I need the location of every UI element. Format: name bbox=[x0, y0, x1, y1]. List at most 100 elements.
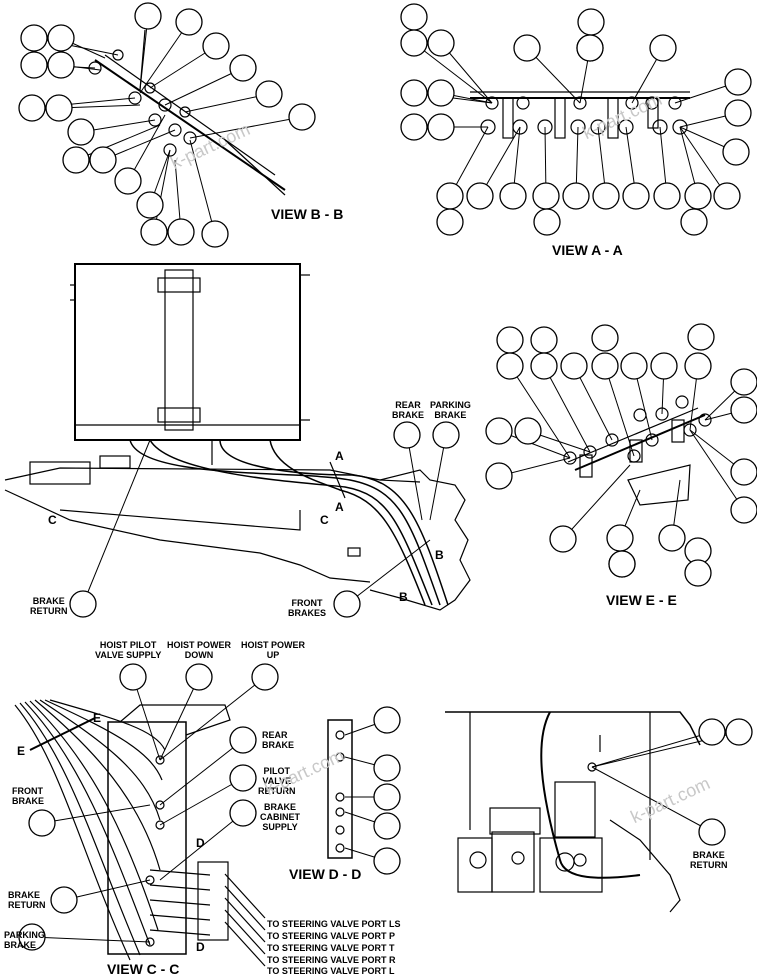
view-bb-drawing bbox=[88, 29, 286, 196]
callout-bubble bbox=[69, 590, 97, 618]
callout-bubble bbox=[653, 182, 681, 210]
callout-bubble bbox=[20, 24, 48, 52]
label-front-brakes: FRONT BRAKES bbox=[288, 598, 327, 618]
leader-line bbox=[159, 739, 244, 806]
callout-bubble bbox=[532, 182, 560, 210]
leader-line bbox=[562, 464, 631, 540]
callout-bubble bbox=[591, 324, 619, 352]
label-hoist-pilot: HOIST PILOT VALVE SUPPLY bbox=[95, 640, 162, 660]
callout-bubble bbox=[724, 68, 752, 96]
view-ee-drawing bbox=[563, 395, 712, 506]
leader-line bbox=[31, 936, 151, 943]
callout-bubble bbox=[229, 799, 257, 827]
label-rear-brake-c: REAR BRAKE bbox=[262, 730, 295, 750]
view-dd-drawing bbox=[327, 719, 353, 859]
view-cc-drawing bbox=[14, 699, 266, 967]
callout-bubble bbox=[730, 496, 757, 524]
callout-bubble bbox=[201, 220, 229, 248]
callout-bubble bbox=[713, 182, 741, 210]
callout-bubble bbox=[608, 550, 636, 578]
leader-line bbox=[573, 365, 613, 441]
callout-bubble bbox=[576, 34, 604, 62]
leader-line bbox=[132, 676, 161, 761]
callout-bubble bbox=[136, 191, 164, 219]
section-mark-a-top: A bbox=[335, 449, 344, 463]
label-port-t: TO STEERING VALVE PORT T bbox=[267, 943, 395, 953]
label-rear-brake: REAR BRAKE bbox=[392, 400, 425, 420]
callout-bubble bbox=[134, 2, 162, 30]
callout-bubble bbox=[591, 352, 619, 380]
callout-bubble bbox=[47, 24, 75, 52]
leader-line bbox=[41, 804, 151, 824]
callout-bubble bbox=[560, 352, 588, 380]
callout-bubble bbox=[549, 525, 577, 553]
leader-line bbox=[184, 93, 270, 113]
callout-bubble bbox=[333, 590, 361, 618]
callout-bubble bbox=[496, 326, 524, 354]
callout-bubble bbox=[229, 54, 257, 82]
callout-bubble bbox=[28, 809, 56, 837]
callout-bubble bbox=[562, 182, 590, 210]
label-brake-return-c: BRAKE RETURN bbox=[8, 890, 46, 910]
view-dd-title: VIEW D - D bbox=[289, 866, 362, 882]
callout-bubble bbox=[514, 417, 542, 445]
callout-bubble bbox=[373, 754, 401, 782]
section-mark-a-bottom: A bbox=[335, 500, 344, 514]
leader-line bbox=[159, 812, 244, 881]
callout-bubble bbox=[167, 218, 195, 246]
callout-bubble bbox=[530, 352, 558, 380]
leader-line bbox=[679, 126, 728, 197]
callout-bubble bbox=[373, 812, 401, 840]
callout-bubble bbox=[185, 663, 213, 691]
label-port-l: TO STEERING VALVE PORT L bbox=[267, 966, 395, 976]
callout-bubble bbox=[400, 113, 428, 141]
leader-line bbox=[591, 731, 713, 768]
callout-bubble bbox=[466, 182, 494, 210]
callout-bubble bbox=[202, 32, 230, 60]
callout-bubble bbox=[18, 94, 46, 122]
section-mark-b-right: B bbox=[435, 548, 444, 562]
leader-line bbox=[189, 139, 216, 235]
label-parking-brake: PARKING BRAKE bbox=[430, 400, 471, 420]
leader-line bbox=[159, 676, 266, 761]
callout-bubble bbox=[175, 8, 203, 36]
callout-bubble bbox=[427, 113, 455, 141]
leader-line bbox=[75, 124, 161, 161]
callout-bubble bbox=[513, 34, 541, 62]
leader-line bbox=[604, 365, 635, 457]
callout-bubble bbox=[577, 8, 605, 36]
label-parking-brake-c: PARKING BRAKE bbox=[4, 930, 45, 950]
view-bb-title: VIEW B - B bbox=[271, 206, 344, 222]
leader-line bbox=[509, 365, 571, 459]
label-hoist-down: HOIST POWER DOWN bbox=[167, 640, 232, 660]
section-mark-d-top: D bbox=[196, 836, 205, 850]
main-view-drawing bbox=[4, 263, 471, 611]
callout-bubble bbox=[606, 524, 634, 552]
callout-bubble bbox=[622, 182, 650, 210]
callout-bubble bbox=[730, 368, 757, 396]
label-port-ls: TO STEERING VALVE PORT LS bbox=[267, 919, 401, 929]
section-mark-d-bottom: D bbox=[196, 940, 205, 954]
section-mark-e-bottom: E bbox=[17, 744, 26, 758]
callout-bubble bbox=[45, 94, 73, 122]
leader-line bbox=[159, 676, 200, 761]
callout-bubble bbox=[393, 421, 421, 449]
callout-bubble bbox=[698, 718, 726, 746]
callout-bubble bbox=[62, 146, 90, 174]
callout-bubble bbox=[18, 923, 46, 951]
callout-bubble bbox=[533, 208, 561, 236]
callout-bubble bbox=[373, 783, 401, 811]
callout-bubble bbox=[251, 663, 279, 691]
callout-bubble bbox=[67, 118, 95, 146]
label-pilot-return: PILOT VALVE RETURN bbox=[258, 766, 296, 796]
callout-bubble bbox=[373, 847, 401, 875]
leader-line bbox=[689, 429, 745, 511]
callout-bubble bbox=[119, 663, 147, 691]
callout-bubble bbox=[687, 323, 715, 351]
leader-line bbox=[429, 434, 447, 521]
callout-bubble bbox=[89, 146, 117, 174]
callout-bubble bbox=[730, 458, 757, 486]
callout-bubble bbox=[114, 167, 142, 195]
section-mark-c-right: C bbox=[320, 513, 329, 527]
view-aa-drawing bbox=[470, 91, 690, 139]
